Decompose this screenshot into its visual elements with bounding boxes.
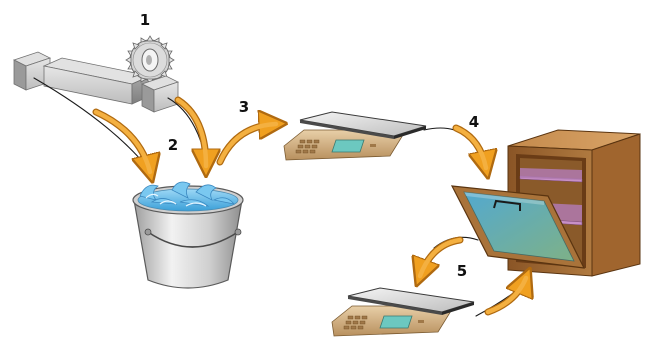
- arrow-scale-back-to-oven: [484, 278, 526, 316]
- step-number-5: 5: [457, 262, 467, 280]
- flow-arrows: [33, 77, 526, 317]
- arrow-scale-to-oven: [452, 124, 486, 168]
- drying-oven-icon: [450, 129, 641, 277]
- step-number-4: 4: [469, 113, 479, 131]
- circular-saw-icon: [125, 35, 175, 85]
- step-number-3: 3: [239, 98, 249, 116]
- water-bucket-icon: [132, 181, 244, 289]
- step-number-1: 1: [140, 11, 150, 29]
- step-number-2: 2: [168, 136, 178, 154]
- weighing-scale-icon: [283, 111, 427, 161]
- step-labels: 1 2 3 4 5: [140, 11, 479, 280]
- saw-beam-illustration: [12, 35, 180, 113]
- wood-end-block-right: [140, 75, 180, 113]
- weighing-scale-icon-2: [331, 287, 475, 337]
